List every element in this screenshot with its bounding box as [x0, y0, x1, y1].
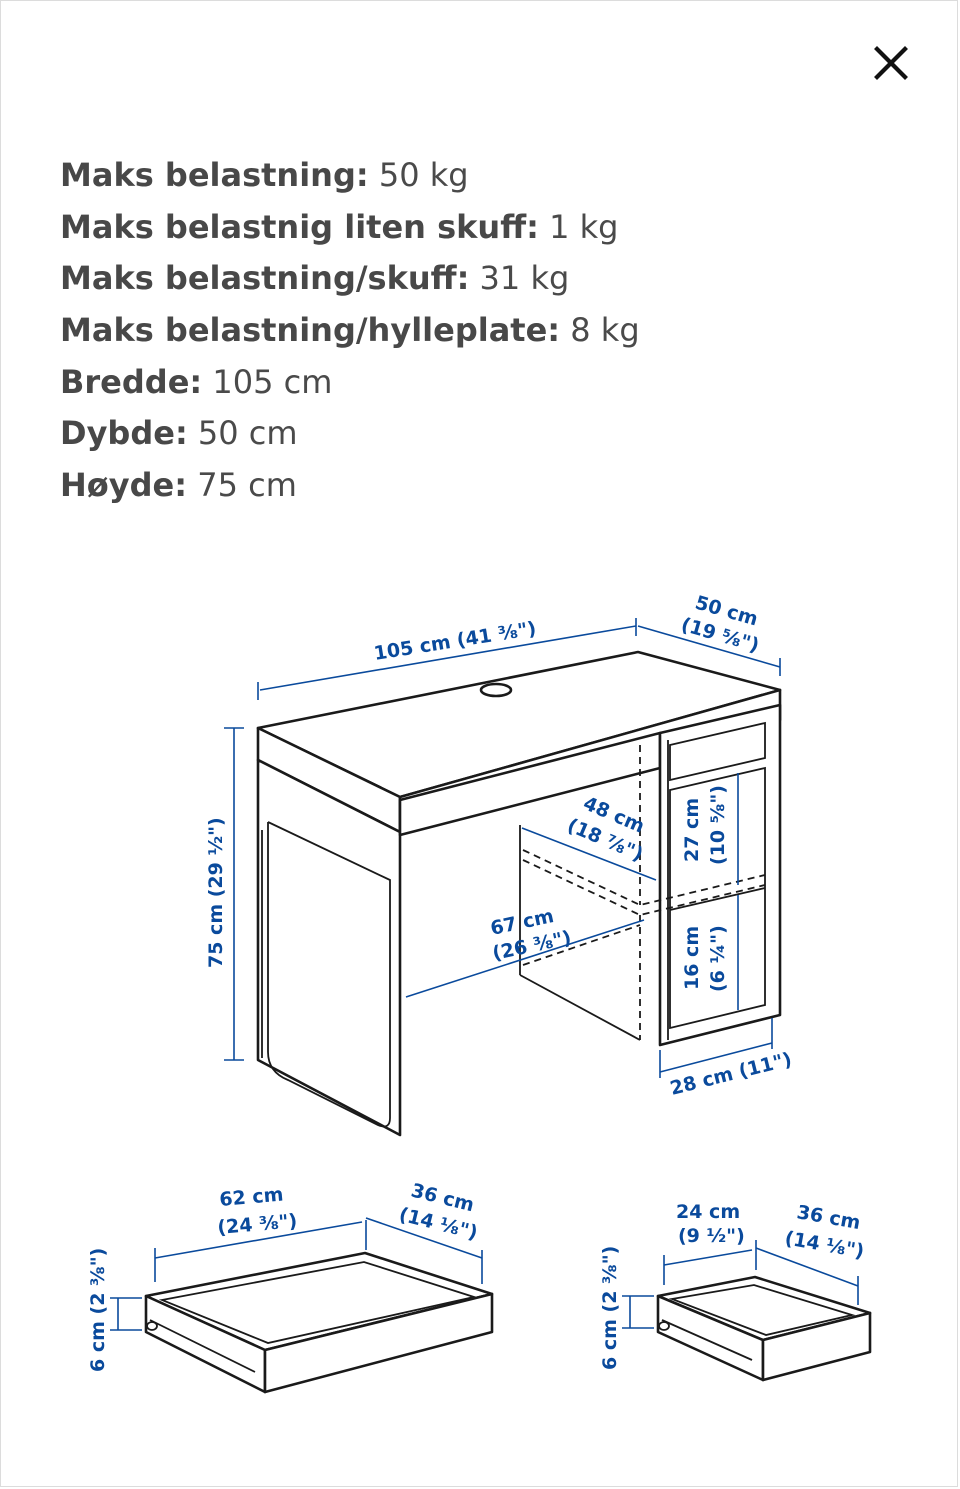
spec-value: 8 kg	[570, 311, 640, 350]
spec-value: 50 cm	[197, 414, 298, 453]
cabinet-width-label: 28 cm (11")	[668, 1048, 794, 1099]
spec-width: Bredde: 105 cm	[60, 357, 900, 409]
desk-width-label: 105 cm (41 ⅜")	[372, 618, 537, 665]
spec-height: Høyde: 75 cm	[60, 460, 900, 512]
spec-value: 1 kg	[549, 207, 619, 246]
large-drawer-illustration	[144, 1251, 494, 1394]
spec-label: Dybde:	[60, 414, 188, 453]
dimension-diagram: 105 cm (41 ⅜") 50 cm (19 ⅝") 75 cm (29 ½…	[87, 592, 872, 1394]
spec-max-load-shelf: Maks belastning/hylleplate: 8 kg	[60, 305, 900, 357]
spec-label: Maks belastning/hylleplate:	[60, 311, 561, 350]
spec-label: Maks belastning:	[60, 156, 369, 194]
spec-value: 31 kg	[479, 259, 570, 298]
large-drawer-height-label: 6 cm (2 ⅜")	[87, 1248, 109, 1372]
large-drawer-dimension-lines	[110, 1217, 483, 1331]
spec-value: 105 cm	[212, 362, 333, 401]
lower-compartment-in-label: (6 ¼")	[707, 925, 729, 992]
lower-compartment-cm-label: 16 cm	[681, 926, 703, 990]
upper-compartment-in-label: (10 ⅝")	[707, 785, 729, 865]
desk-illustration	[256, 650, 782, 1137]
close-icon	[874, 46, 908, 80]
specifications-list: Maks belastning: 50 kg Maks belastnig li…	[60, 150, 900, 512]
spec-depth: Dybde: 50 cm	[60, 408, 900, 460]
upper-compartment-cm-label: 27 cm	[681, 798, 703, 862]
small-drawer-dimension-lines	[622, 1240, 859, 1329]
spec-label: Maks belastnig liten skuff:	[60, 207, 539, 246]
close-button[interactable]	[862, 34, 920, 92]
large-drawer-width-cm-label: 62 cm	[219, 1183, 285, 1211]
desk-dimension-lines	[224, 618, 781, 1078]
spec-label: Høyde:	[60, 466, 188, 505]
spec-value: 50 kg	[378, 156, 469, 194]
desk-height-label: 75 cm (29 ½")	[205, 817, 227, 968]
spec-max-load: Maks belastning: 50 kg	[60, 150, 900, 202]
small-drawer-depth-cm-label: 36 cm	[795, 1201, 862, 1234]
small-drawer-width-in-label: (9 ½")	[678, 1225, 745, 1247]
spec-label: Maks belastning/skuff:	[60, 259, 470, 298]
spec-value: 75 cm	[197, 466, 297, 505]
small-drawer-height-label: 6 cm (2 ⅜")	[599, 1246, 621, 1370]
spec-label: Bredde:	[60, 362, 203, 401]
small-drawer-illustration	[656, 1275, 872, 1382]
spec-max-load-small-drawer: Maks belastnig liten skuff: 1 kg	[60, 202, 900, 254]
small-drawer-width-cm-label: 24 cm	[676, 1201, 740, 1223]
spec-max-load-drawer: Maks belastning/skuff: 31 kg	[60, 253, 900, 305]
